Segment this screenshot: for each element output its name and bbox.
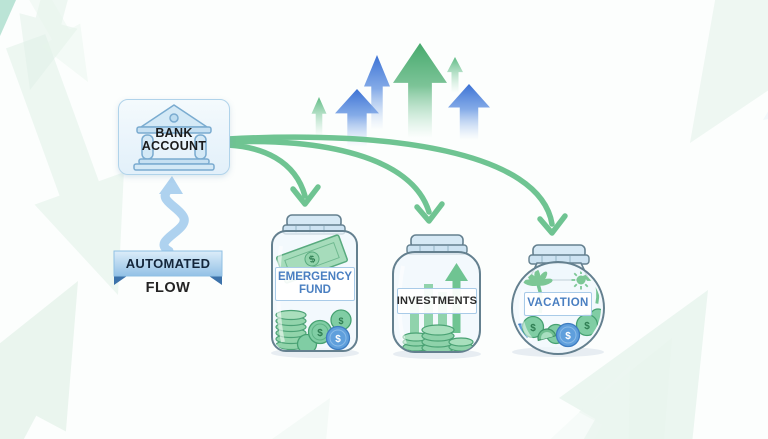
coin-icon: $ xyxy=(330,309,352,331)
corner-accent-triangle xyxy=(0,0,16,36)
vacation-label: VACATION xyxy=(524,292,592,316)
growth-arrow-small-green-icon xyxy=(447,57,463,93)
svg-text:$: $ xyxy=(317,328,323,339)
flow-arrowhead-emergency-icon xyxy=(290,184,321,207)
coin-icon xyxy=(589,308,601,326)
jar-shadow xyxy=(393,349,481,359)
growth-arrow-blue-icon xyxy=(335,89,379,147)
bg-arrow xyxy=(183,376,367,439)
bg-arrow xyxy=(0,252,131,439)
flow-arrowhead-vacation-icon xyxy=(537,213,568,236)
growth-arrow-tall-blue-icon xyxy=(364,55,390,130)
coin-stack-icon xyxy=(275,309,307,350)
sun-icon xyxy=(571,270,591,290)
wavy-flow-arrow xyxy=(159,184,189,256)
jar-shadow xyxy=(512,347,604,357)
automated-banner-label: AUTOMATED xyxy=(125,256,211,271)
bank-account-label: BANK ACCOUNT xyxy=(119,100,229,174)
coin-icon: $ xyxy=(307,319,333,345)
bg-arrow xyxy=(737,0,768,157)
bank-account-box: BANK ACCOUNT xyxy=(118,99,230,175)
bg-arrow xyxy=(507,315,714,439)
svg-text:$: $ xyxy=(530,323,536,334)
bank-label-line2: ACCOUNT xyxy=(141,139,207,153)
growth-arrow-blue-icon xyxy=(448,84,490,140)
bank-building-icon xyxy=(133,104,215,171)
flow-arrow-to-vacation xyxy=(225,134,555,227)
jar-shadow xyxy=(271,348,359,358)
coin-icon: $ xyxy=(575,313,599,337)
growth-arrow-large-green-icon xyxy=(393,43,447,138)
bg-arrow xyxy=(1,0,103,98)
growth-arrow-small-green-icon xyxy=(311,97,327,137)
blue-coin-icon xyxy=(515,323,530,341)
svg-text:$: $ xyxy=(565,331,571,342)
wavy-flow-arrowhead-icon xyxy=(159,176,183,194)
banknote-currency: $ xyxy=(308,254,317,266)
emergency-fund-label: EMERGENCY FUND xyxy=(275,267,355,301)
coin-icon xyxy=(545,323,567,345)
bg-arrow xyxy=(443,252,768,439)
blue-coin-icon: $ xyxy=(325,325,351,350)
svg-text:$: $ xyxy=(335,334,341,345)
jar-neck xyxy=(527,262,591,281)
bg-arrow xyxy=(470,344,676,439)
bg-arrow xyxy=(627,0,768,184)
svg-text:$: $ xyxy=(338,316,343,326)
investments-label: INVESTMENTS xyxy=(397,288,477,314)
lime-slice-icon xyxy=(537,328,557,342)
coin-icon: $ xyxy=(521,315,545,339)
bg-arrow xyxy=(3,0,108,94)
flow-label: FLOW xyxy=(145,280,191,296)
svg-text:$: $ xyxy=(584,321,590,332)
blue-coin-icon: $ xyxy=(555,322,581,348)
bank-label-line1: BANK xyxy=(155,125,193,140)
flow-arrow-to-emergency xyxy=(225,142,308,199)
coin-stacks-icon xyxy=(402,324,474,351)
flow-arrowhead-investments-icon xyxy=(414,201,445,224)
coin-icon xyxy=(296,333,318,350)
flow-arrow-to-investments xyxy=(225,138,432,215)
